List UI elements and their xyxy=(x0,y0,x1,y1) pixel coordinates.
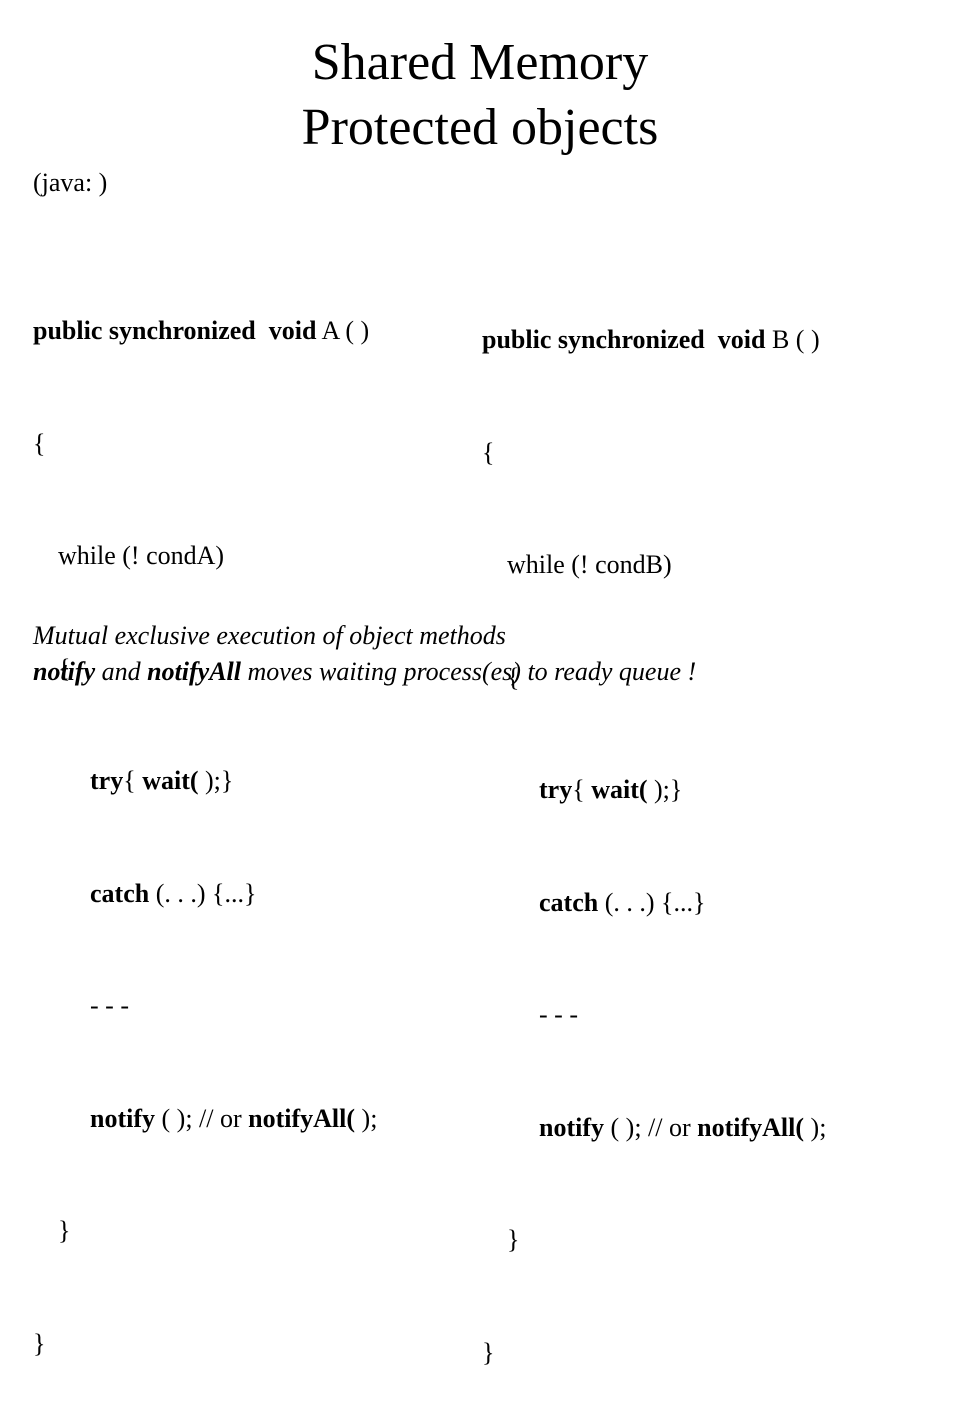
footer-and: and xyxy=(95,657,148,686)
while-line: while (! condA) xyxy=(33,537,377,575)
keyword-notifyall: notifyAll( xyxy=(248,1103,356,1133)
try-rest: );} xyxy=(198,766,234,795)
keyword-notify: notify xyxy=(90,1103,155,1133)
method-signature: public synchronized void B ( ) xyxy=(482,321,826,359)
open-brace: { xyxy=(482,437,495,467)
notify-mid: ( ); // or xyxy=(155,1103,249,1133)
keyword-void: void xyxy=(717,325,766,354)
keyword-catch: catch xyxy=(539,887,599,917)
inner-close-brace: } xyxy=(507,1225,520,1254)
ellipsis-dashes: - - - xyxy=(90,991,129,1020)
inner-open-brace: { xyxy=(507,662,520,692)
open-brace: { xyxy=(33,428,46,458)
keyword-while: while xyxy=(58,541,116,570)
slide-title-line-1: Shared Memory xyxy=(311,34,649,91)
method-name: A ( ) xyxy=(321,316,370,345)
try-open: { xyxy=(572,775,592,804)
ellipsis-dashes: - - - xyxy=(539,1000,578,1029)
footer-keyword-notifyall: notifyAll xyxy=(147,657,242,686)
slide-title-line-2: Protected objects xyxy=(301,99,659,156)
close-brace: } xyxy=(482,1337,495,1367)
keyword-notify: notify xyxy=(539,1112,604,1142)
while-condition: (! condB) xyxy=(571,550,672,579)
keyword-synchronized: synchronized xyxy=(557,325,705,354)
inner-close-brace: } xyxy=(58,1216,71,1245)
while-condition: (! condA) xyxy=(122,541,225,570)
footer-notes: Mutual exclusive execution of object met… xyxy=(33,618,696,690)
notify-line: notify ( ); // or notifyAll( ); xyxy=(33,1100,377,1138)
try-line: try{ wait( );} xyxy=(482,771,826,809)
catch-rest: (. . .) {...} xyxy=(149,878,257,908)
try-line: try{ wait( );} xyxy=(33,762,377,800)
method-name: B ( ) xyxy=(771,325,820,354)
keyword-wait: wait( xyxy=(142,766,199,795)
code-block-method-b: public synchronized void B ( ) { while (… xyxy=(482,246,826,1409)
footer-line-2: notify and notifyAll moves waiting proce… xyxy=(33,654,696,690)
footer-line-2-rest: moves waiting process(es) to ready queue… xyxy=(241,657,697,686)
code-block-method-a: public synchronized void A ( ) { while (… xyxy=(33,237,377,1400)
keyword-wait: wait( xyxy=(591,775,648,804)
language-note: (java: ) xyxy=(33,168,108,197)
footer-keyword-notify: notify xyxy=(33,657,96,686)
keyword-void: void xyxy=(268,316,317,345)
notify-mid: ( ); // or xyxy=(604,1112,698,1142)
try-open: { xyxy=(123,766,143,795)
close-brace: } xyxy=(33,1328,46,1358)
catch-rest: (. . .) {...} xyxy=(598,887,706,917)
keyword-while: while xyxy=(507,550,565,579)
try-rest: );} xyxy=(647,775,683,804)
keyword-try: try xyxy=(539,775,573,804)
method-signature: public synchronized void A ( ) xyxy=(33,312,377,350)
notify-end: ); xyxy=(804,1112,827,1142)
keyword-public: public xyxy=(482,325,552,354)
keyword-synchronized: synchronized xyxy=(108,316,256,345)
notify-line: notify ( ); // or notifyAll( ); xyxy=(482,1109,826,1147)
keyword-public: public xyxy=(33,316,103,345)
keyword-notifyall: notifyAll( xyxy=(697,1112,805,1142)
footer-line-1: Mutual exclusive execution of object met… xyxy=(33,621,506,650)
keyword-catch: catch xyxy=(90,878,150,908)
catch-line: catch (. . .) {...} xyxy=(482,884,826,922)
while-line: while (! condB) xyxy=(482,546,826,584)
notify-end: ); xyxy=(355,1103,378,1133)
catch-line: catch (. . .) {...} xyxy=(33,875,377,913)
inner-open-brace: { xyxy=(58,653,71,683)
keyword-try: try xyxy=(90,766,124,795)
